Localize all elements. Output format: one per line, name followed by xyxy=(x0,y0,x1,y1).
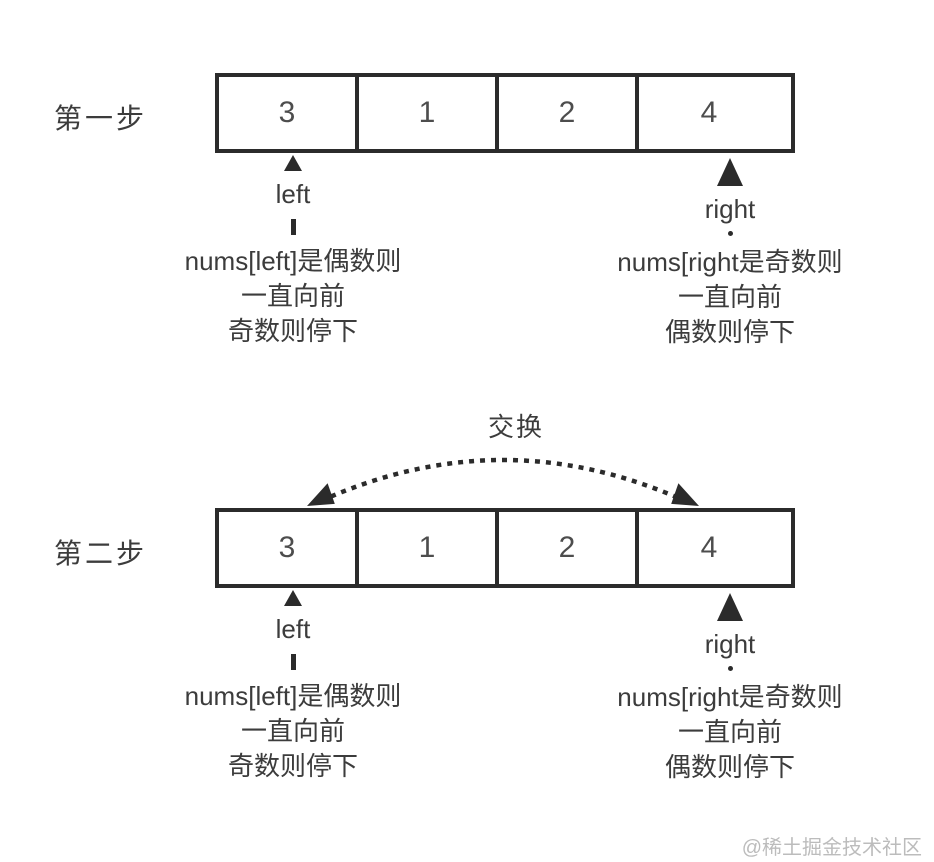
left-pointer-annotation: nums[left]是偶数则 一直向前 奇数则停下 xyxy=(185,679,402,784)
dash-connector xyxy=(290,654,296,670)
array-cell: 4 xyxy=(700,96,718,129)
dot-connector xyxy=(727,666,733,671)
right-pointer-label: right xyxy=(704,194,756,224)
annotation-line: 一直向前 xyxy=(240,281,345,311)
annotation-line: 偶数则停下 xyxy=(664,317,795,347)
left-pointer-label: left xyxy=(275,179,311,209)
annotation-line: nums[right是奇数则 xyxy=(617,247,843,277)
array-cell: 3 xyxy=(219,77,359,149)
step1-array: 3 1 2 4 xyxy=(215,73,795,153)
arrow-up-icon xyxy=(284,155,302,171)
annotation-line: 偶数则停下 xyxy=(664,752,795,782)
step2-right-pointer: right nums[right是奇数则 一直向前 偶数则停下 xyxy=(600,593,860,785)
array-cell: 4 xyxy=(700,531,718,564)
step2-label: 第二步 xyxy=(54,538,148,569)
step2-array: 3 1 2 4 xyxy=(215,508,795,588)
arrow-up-icon xyxy=(717,593,743,621)
arrow-up-icon xyxy=(284,590,302,606)
step1-left-pointer: left nums[left]是偶数则 一直向前 奇数则停下 xyxy=(163,155,423,349)
annotation-line: 一直向前 xyxy=(677,282,782,312)
right-pointer-annotation: nums[right是奇数则 一直向前 偶数则停下 xyxy=(617,680,842,785)
watermark: @稀土掘金技术社区 xyxy=(741,837,922,859)
dot-connector xyxy=(727,231,733,236)
left-pointer-annotation: nums[left]是偶数则 一直向前 奇数则停下 xyxy=(185,244,402,349)
dash-connector xyxy=(290,219,296,235)
array-cell: 2 xyxy=(499,77,639,149)
arrow-up-icon xyxy=(717,158,743,186)
annotation-line: nums[right是奇数则 xyxy=(617,682,843,712)
right-pointer-label: right xyxy=(704,629,756,659)
annotation-line: 一直向前 xyxy=(240,716,345,746)
array-cell: 1 xyxy=(359,512,499,584)
right-pointer-annotation: nums[right是奇数则 一直向前 偶数则停下 xyxy=(617,245,842,350)
swap-label: 交换 xyxy=(488,412,545,442)
arrowhead-left xyxy=(307,483,335,506)
annotation-line: 奇数则停下 xyxy=(227,316,358,346)
array-cell: 2 xyxy=(499,512,639,584)
swap-arc-arrow xyxy=(307,457,699,506)
annotation-line: nums[left]是偶数则 xyxy=(184,681,402,711)
left-pointer-label: left xyxy=(275,614,311,644)
annotation-line: nums[left]是偶数则 xyxy=(184,246,402,276)
array-cell: 3 xyxy=(219,512,359,584)
annotation-line: 奇数则停下 xyxy=(227,751,358,781)
step1-right-pointer: right nums[right是奇数则 一直向前 偶数则停下 xyxy=(600,158,860,350)
arrowhead-right xyxy=(671,483,699,506)
annotation-line: 一直向前 xyxy=(677,717,782,747)
step1-label: 第一步 xyxy=(54,103,148,134)
step2-left-pointer: left nums[left]是偶数则 一直向前 奇数则停下 xyxy=(163,590,423,784)
array-cell: 1 xyxy=(359,77,499,149)
